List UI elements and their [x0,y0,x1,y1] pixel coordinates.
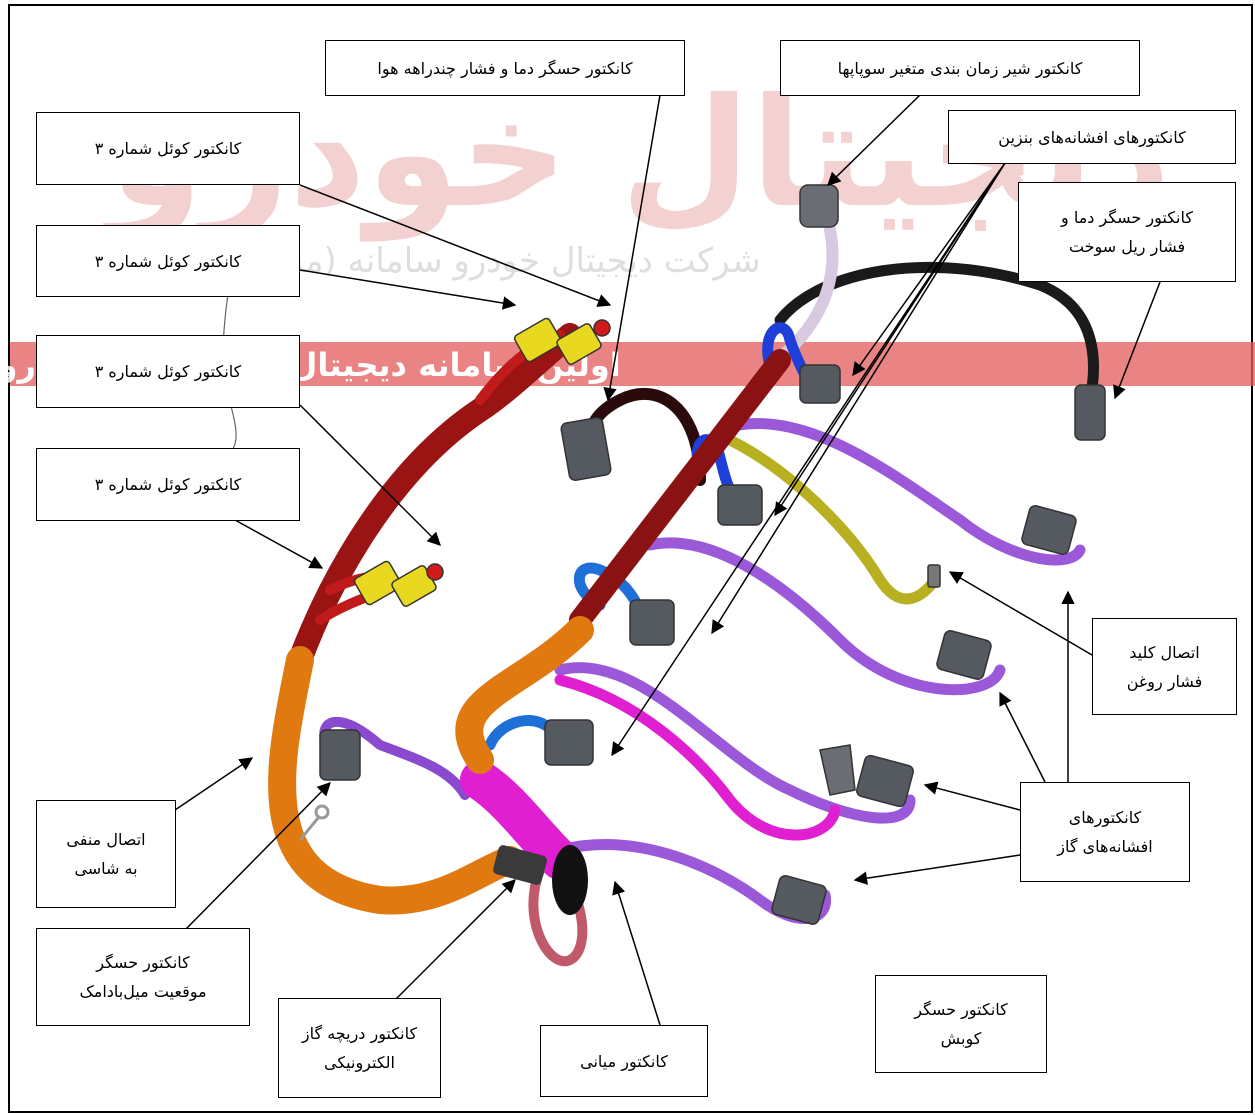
arrow-coil-3-a [299,184,612,307]
connector-petrol-inj-1 [799,364,841,404]
middle-connector-ring [552,845,588,915]
arrow-coil-3-c [299,404,441,546]
purple-wire-3 [554,662,916,824]
label-coil-3-d: کانکتور کوئل شماره ۳ [36,448,300,521]
connector-petrol-inj-3 [629,599,675,646]
connector-knock-sensor [819,744,856,796]
arrow-gas-inj-3 [923,781,1021,811]
connector-vvt [799,184,839,228]
orange-trunk-right [455,616,594,774]
arrow-petrol-inj-1 [852,162,1006,377]
yellow-wire-oil [724,434,941,605]
purple-wire-1 [714,418,1086,566]
connector-oil-switch [927,564,941,588]
connector-map-sensor [560,416,612,482]
label-vvt-valve: کانکتور شیر زمان بندی متغیر سوپاپها [780,40,1140,96]
purple-wire-2 [644,537,1006,696]
arrow-coil-3-d [234,519,324,569]
coil-connector-3 [353,560,403,606]
arrow-middle [612,880,661,1026]
connectors [298,184,1106,925]
arrow-gas-inj-2 [999,691,1046,783]
arrow-coil-3-b [299,269,517,310]
coil-connector-1 [513,317,563,363]
blue-loop-3 [573,562,646,616]
middle-connector [493,845,547,885]
arrow-map-sensor [603,94,661,402]
arrow-petrol-inj-4 [611,162,1006,757]
main-trunk-red [569,349,791,631]
label-petrol-injectors: کانکتورهای افشانه‌های بنزین [948,110,1236,164]
connector-gas-inj-1 [1021,505,1077,555]
label-coil-3-b: کانکتور کوئل شماره ۳ [36,225,300,297]
coil-cap-2 [426,563,444,581]
connector-gas-inj-3 [856,754,914,808]
label-coil-3-a: کانکتور کوئل شماره ۳ [36,112,300,185]
blue-loop-1 [762,322,811,381]
connector-gas-inj-4 [771,875,827,925]
connector-fuel-rail [1074,384,1106,441]
magenta-wire [554,674,841,841]
magenta-trunk [460,760,580,880]
arrow-camshaft [184,782,331,931]
coil-trunk-red [288,323,582,672]
arrow-throttle [394,879,516,1001]
ground-ring-terminal [298,804,330,841]
coil-connector-2 [556,323,602,365]
label-coil-3-c: کانکتور کوئل شماره ۳ [36,335,300,408]
coil-cap-1 [593,319,611,337]
arrow-petrol-inj-3 [711,162,1006,635]
arrow-fuel-rail [1113,281,1161,400]
label-middle-connector: کانکتور میانی [540,1025,708,1097]
arrow-chassis-ground [174,757,254,811]
connector-camshaft [319,729,361,781]
harness [268,224,1099,967]
arrow-vvt [827,94,921,186]
orange-trunk-left [268,646,524,915]
connector-gas-inj-2 [936,630,992,680]
label-map-sensor: کانکتور حسگر دما و فشار چندراهه هوا [325,40,685,96]
connector-petrol-inj-2 [717,484,763,526]
connector-petrol-inj-4 [544,719,594,766]
arrow-gas-inj-4 [853,854,1021,885]
